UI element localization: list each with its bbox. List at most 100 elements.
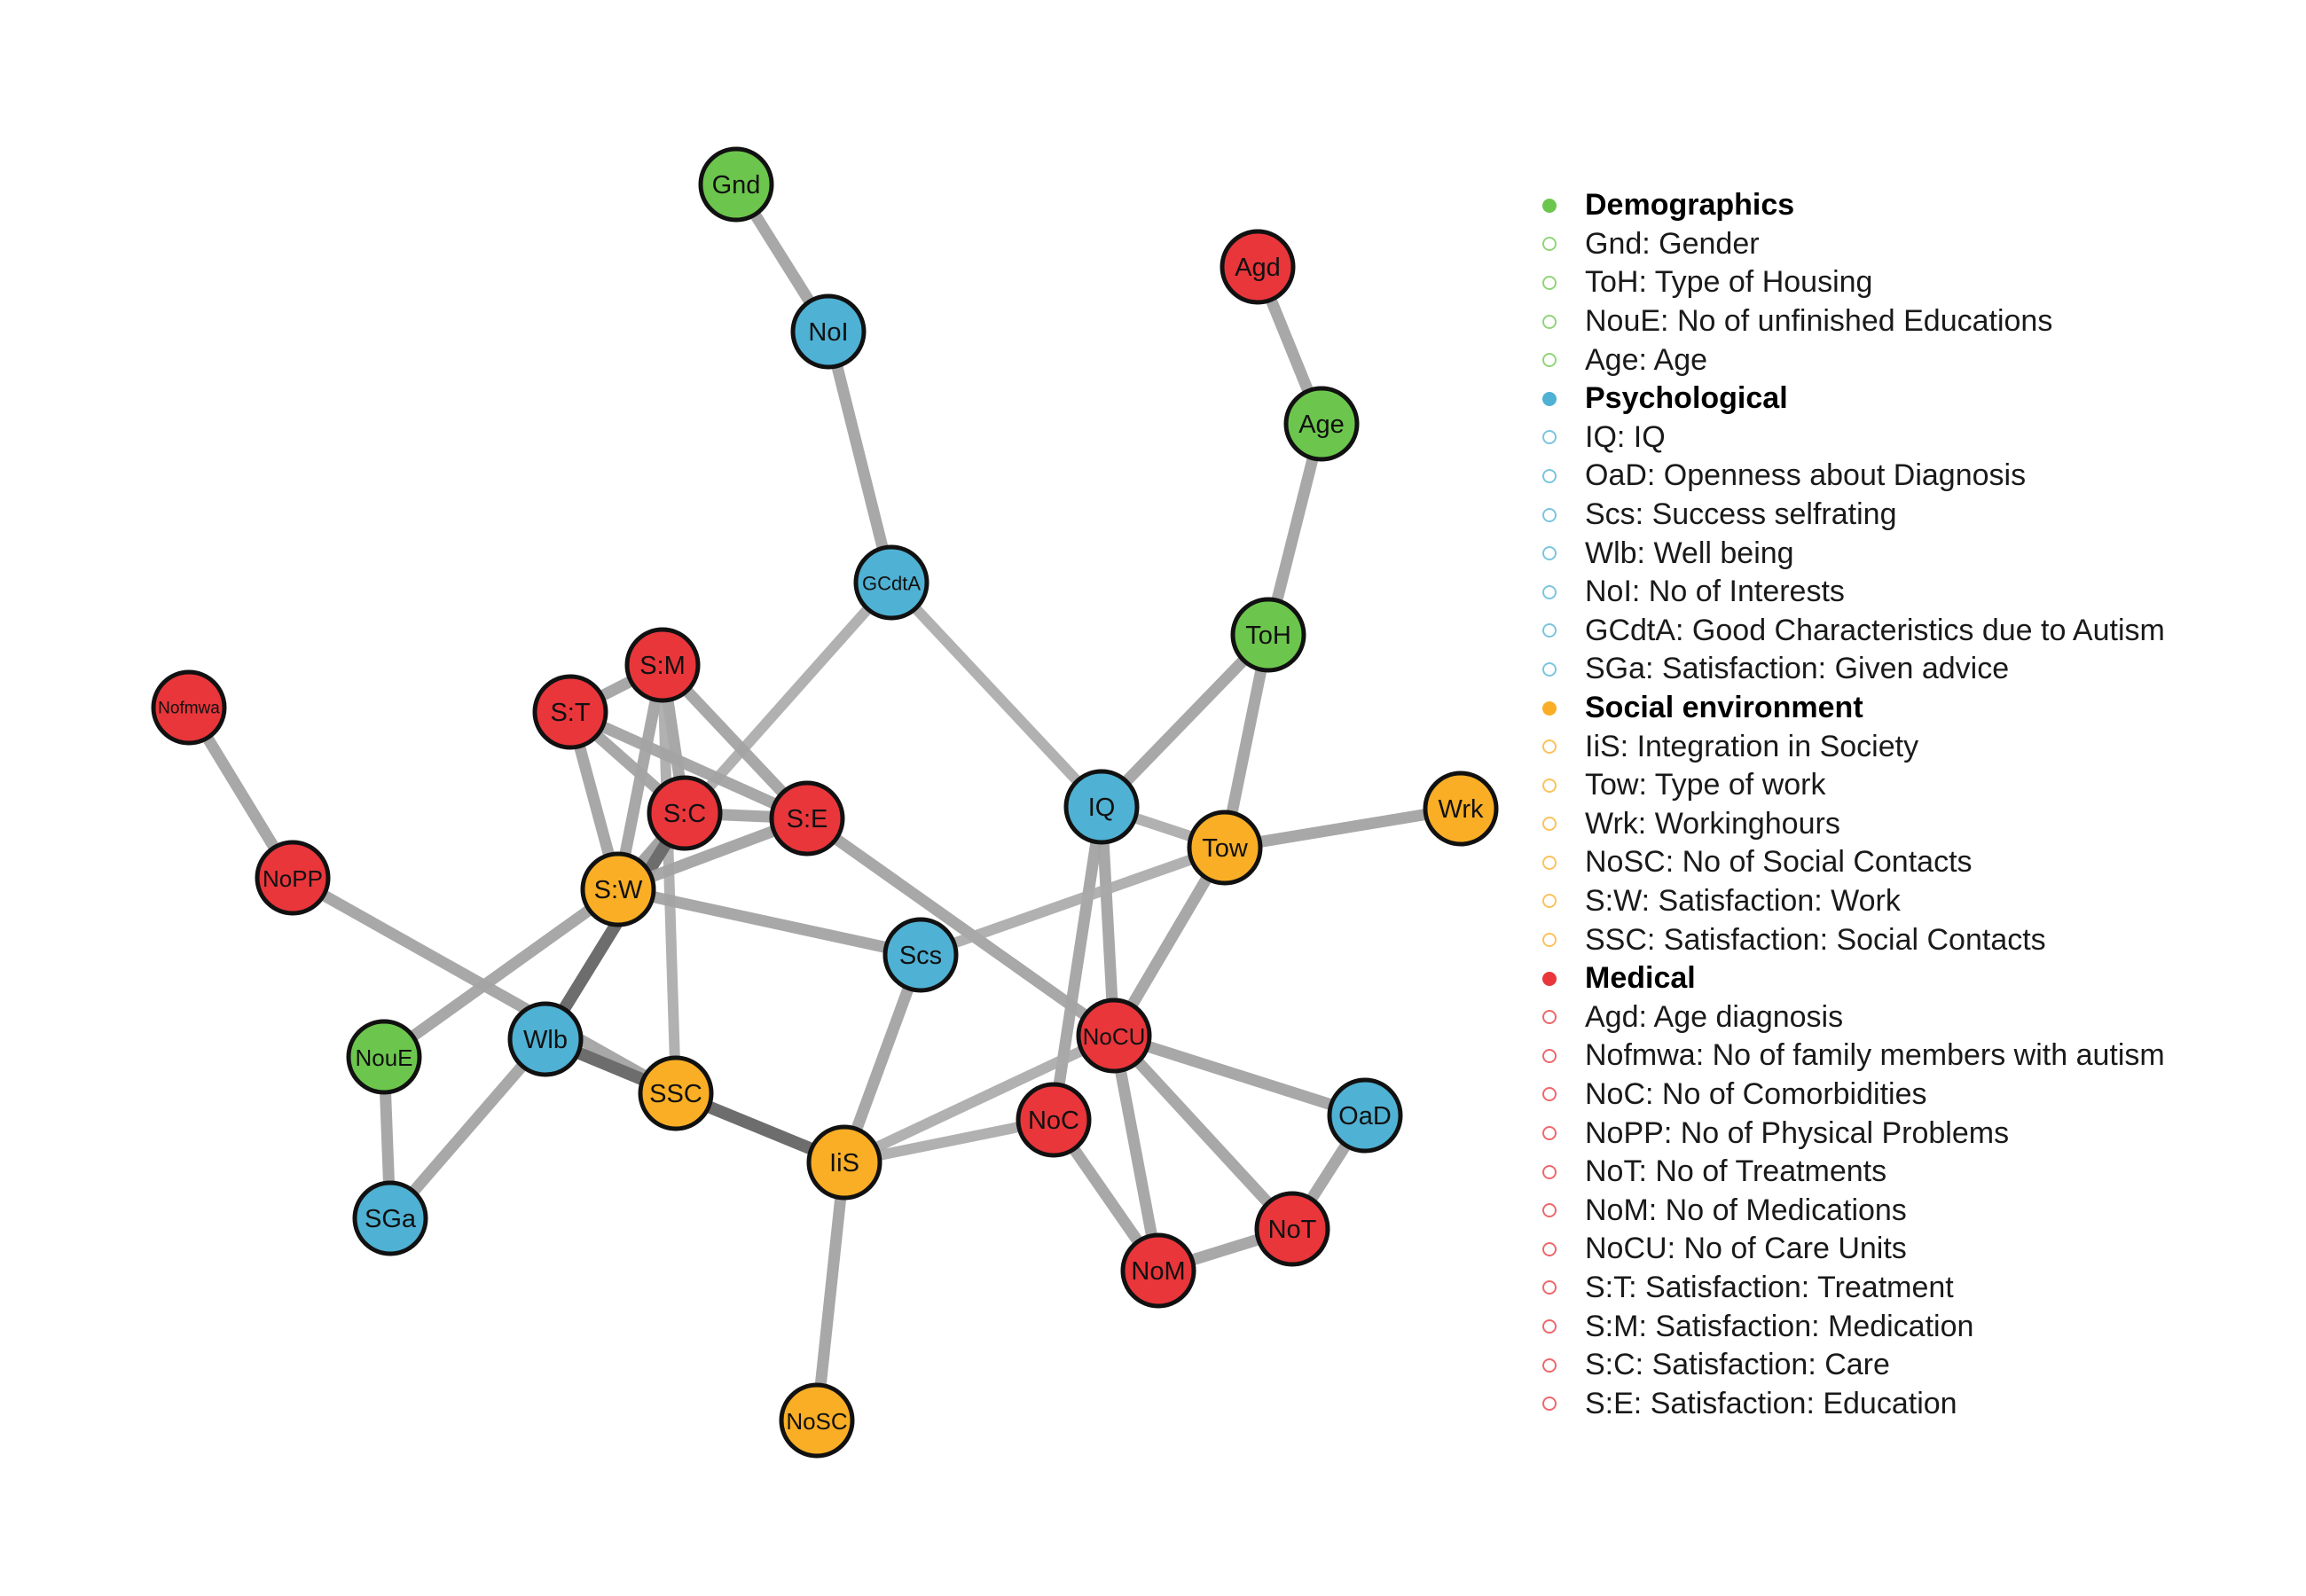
node-circle (1254, 1191, 1330, 1267)
node-circle (853, 544, 929, 621)
node-label: Gnd (712, 171, 761, 200)
legend-item: Gnd: Gender (1539, 225, 2284, 264)
edge-GCdtA-IQ (887, 578, 1106, 811)
legend-item-label: Agd: Age diagnosis (1585, 999, 1844, 1034)
legend-hollow-dot-icon (1542, 894, 1557, 909)
node-circle (806, 1124, 882, 1201)
edge-NoCU-IiS (842, 1030, 1117, 1168)
legend-hollow-dot-icon (1542, 1048, 1557, 1063)
node-label: SGa (365, 1205, 417, 1233)
node-oad: OaD (1327, 1077, 1403, 1154)
legend-item-label: SGa: Satisfaction: Given advice (1585, 652, 2010, 686)
node-circle (1423, 771, 1499, 847)
node-label: GCdtA (862, 573, 921, 595)
legend-item-label: S:C: Satisfaction: Care (1585, 1348, 1890, 1382)
legend-item: S:M: Satisfaction: Medication (1539, 1307, 2284, 1346)
node-circle (1120, 1232, 1196, 1309)
node-circle (1016, 1082, 1092, 1158)
node-label: S:C (663, 800, 706, 828)
node-scs: Scs (882, 917, 959, 993)
legend-hollow-dot-icon (1542, 507, 1557, 522)
legend-item-label: NoM: No of Medications (1585, 1193, 1907, 1227)
node-label: NoPP (263, 865, 323, 892)
legend-group-medical: Medical (1539, 959, 2284, 998)
legend-item: IiS: Integration in Society (1539, 727, 2284, 766)
legend-item: NoC: No of Comorbidities (1539, 1076, 2284, 1115)
node-circle (507, 1001, 584, 1077)
node-wlb: Wlb (507, 1001, 584, 1077)
node-nofmwa: Nofmwa (151, 669, 227, 746)
edge-IQ-NoC (1047, 806, 1108, 1121)
node-noue: NouE (346, 1019, 422, 1095)
node-nom: NoM (1120, 1232, 1196, 1309)
edge-ST-SE (568, 707, 810, 824)
node-label: S:E (787, 805, 828, 833)
legend-hollow-dot-icon (1542, 1280, 1557, 1295)
node-label: Tow (1202, 834, 1249, 863)
legend-filled-dot-icon (1542, 391, 1557, 406)
edge-ToH-IQ (1097, 630, 1273, 811)
legend-item: Agd: Age diagnosis (1539, 998, 2284, 1037)
legend-item-label: Wrk: Workinghours (1585, 806, 1840, 841)
node-circle (255, 840, 331, 916)
node-label: Age (1298, 411, 1345, 439)
node-noi: NoI (790, 293, 867, 370)
node-label: NouE (355, 1044, 412, 1071)
node-label: Wrk (1438, 795, 1484, 824)
node-gcdta: GCdtA (853, 544, 929, 621)
node-sc: S:C (647, 775, 723, 851)
legend-hollow-dot-icon (1542, 1126, 1557, 1141)
legend-item-label: Tow: Type of work (1585, 768, 1826, 802)
legend-group-label: Demographics (1585, 188, 1795, 223)
legend-item: NoT: No of Treatments (1539, 1153, 2284, 1192)
legend-group-label: Social environment (1585, 691, 1863, 725)
legend-item: S:T: Satisfaction: Treatment (1539, 1269, 2284, 1308)
legend-hollow-dot-icon (1542, 855, 1557, 870)
node-circle (624, 627, 701, 703)
legend-hollow-dot-icon (1542, 546, 1557, 561)
legend-item-label: IQ: IQ (1585, 419, 1666, 454)
legend-hollow-dot-icon (1542, 1319, 1557, 1334)
legend-item-label: S:T: Satisfaction: Treatment (1585, 1270, 1954, 1304)
node-not: NoT (1254, 1191, 1330, 1267)
legend-group-label: Medical (1585, 961, 1696, 996)
node-sga: SGa (352, 1180, 428, 1256)
legend-item: NoSC: No of Social Contacts (1539, 843, 2284, 882)
legend-item-label: SSC: Satisfaction: Social Contacts (1585, 922, 2046, 957)
legend-group-demographics: Demographics (1539, 186, 2284, 225)
node-circle (1063, 769, 1140, 845)
legend-item: NoPP: No of Physical Problems (1539, 1114, 2284, 1153)
legend-hollow-dot-icon (1542, 1010, 1557, 1025)
legend-item-label: NoPP: No of Physical Problems (1585, 1115, 2010, 1150)
legend-item-label: OaD: Openness about Diagnosis (1585, 458, 2027, 493)
node-label: S:W (594, 876, 643, 904)
edge-Tow-Wrk (1223, 802, 1463, 854)
legend-item: Age: Age (1539, 340, 2284, 379)
legend-group-social: Social environment (1539, 689, 2284, 728)
node-circle (346, 1019, 422, 1095)
legend-hollow-dot-icon (1542, 1203, 1557, 1218)
legend-item-label: GCdtA: Good Characteristics due to Autis… (1585, 613, 2165, 647)
node-label: IiS (829, 1149, 859, 1177)
legend-item: ToH: Type of Housing (1539, 263, 2284, 302)
node-circle (882, 917, 959, 993)
legend-item: NoI: No of Interests (1539, 573, 2284, 612)
edge-SW-NouE (380, 884, 622, 1062)
node-label: NoM (1131, 1257, 1185, 1286)
legend-item: OaD: Openness about Diagnosis (1539, 457, 2284, 496)
node-circle (1076, 998, 1152, 1074)
node-label: OaD (1338, 1102, 1392, 1130)
node-circle (769, 780, 845, 857)
node-circle (790, 293, 867, 370)
node-circle (151, 669, 227, 746)
legend-hollow-dot-icon (1542, 623, 1557, 638)
legend-hollow-dot-icon (1542, 778, 1557, 793)
legend-hollow-dot-icon (1542, 584, 1557, 599)
node-nosc: NoSC (779, 1382, 855, 1459)
edge-NoI-GCdtA (822, 330, 898, 584)
legend-item-label: Gnd: Gender (1585, 226, 1760, 261)
legend-item: NouE: No of unfinished Educations (1539, 302, 2284, 341)
legend-item-label: S:W: Satisfaction: Work (1585, 883, 1901, 918)
